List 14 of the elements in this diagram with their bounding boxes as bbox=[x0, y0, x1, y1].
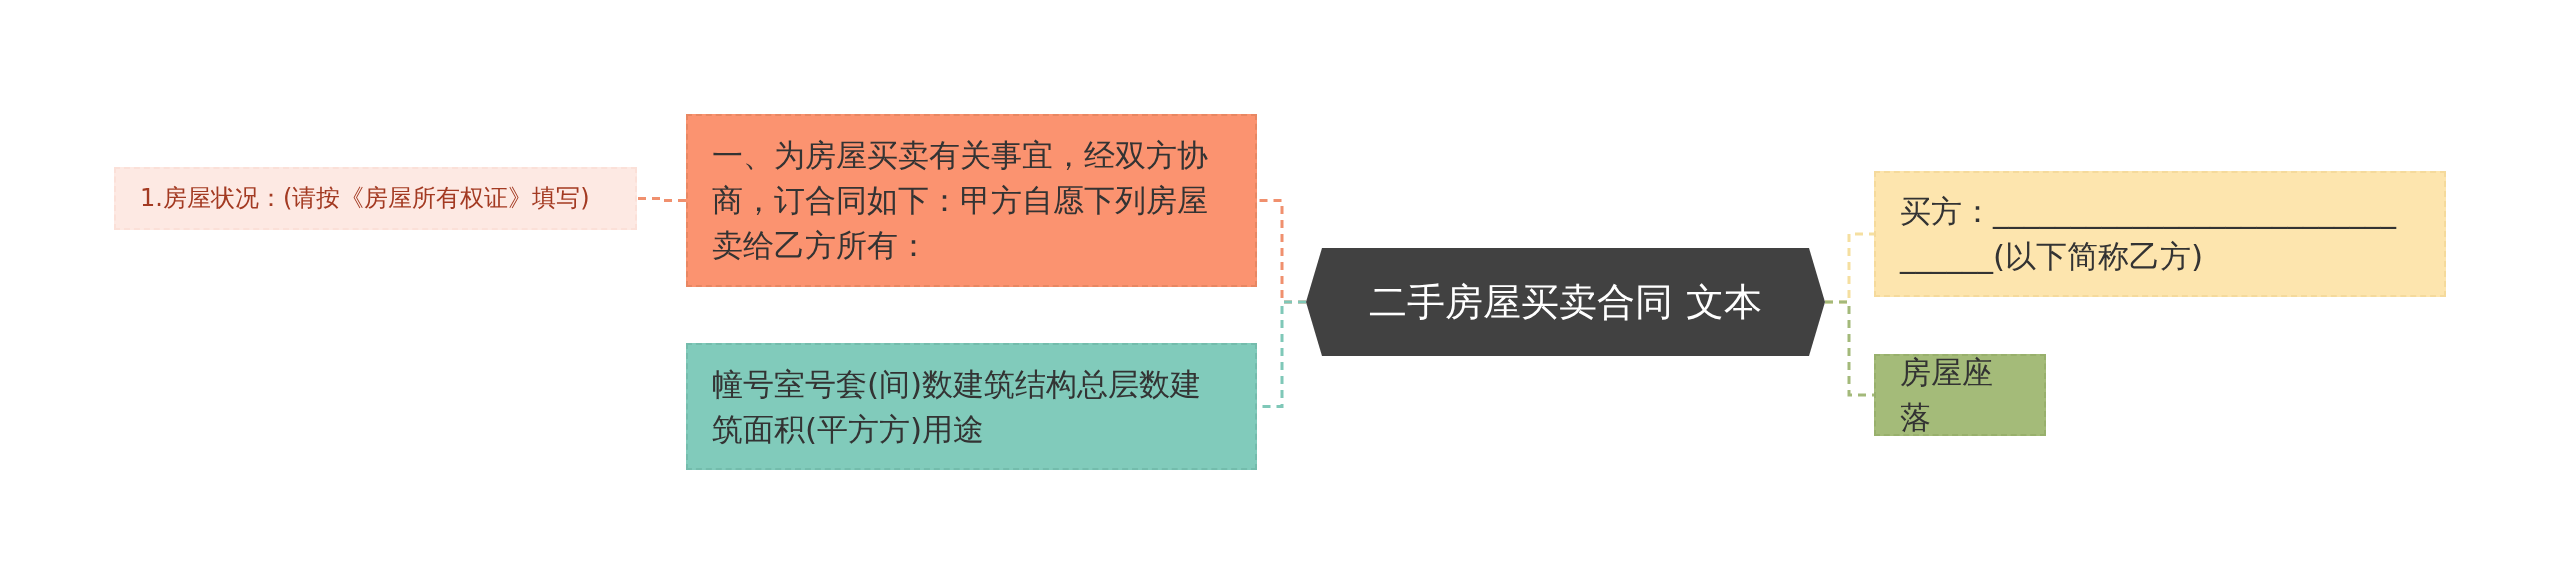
topic-box bbox=[1874, 354, 2046, 436]
node-text: 1.房屋状况：(请按《房屋所有权证》填写) bbox=[140, 183, 590, 215]
node-text: 房屋座落 bbox=[1900, 353, 1994, 437]
topic-box bbox=[686, 114, 1257, 287]
topic-box bbox=[686, 343, 1257, 470]
topic-box bbox=[1874, 171, 2446, 297]
node-text: 买方：________________________________(以下简称乙方) bbox=[1900, 192, 2398, 276]
hexagon-node bbox=[1306, 248, 1825, 356]
node-text: 幢号室号套(间)数建筑结构总层数建筑面积(平方方)用途 bbox=[712, 364, 1203, 449]
node-text: 二手房屋买卖合同 文本 bbox=[1369, 278, 1762, 326]
connector-line bbox=[1825, 300, 1874, 397]
topic-box bbox=[114, 167, 637, 230]
node-text: 一、为房屋买卖有关事宜，经双方协商，订合同如下：甲方自愿下列房屋卖给乙方所有： bbox=[712, 136, 1209, 265]
connector-line bbox=[637, 197, 686, 202]
